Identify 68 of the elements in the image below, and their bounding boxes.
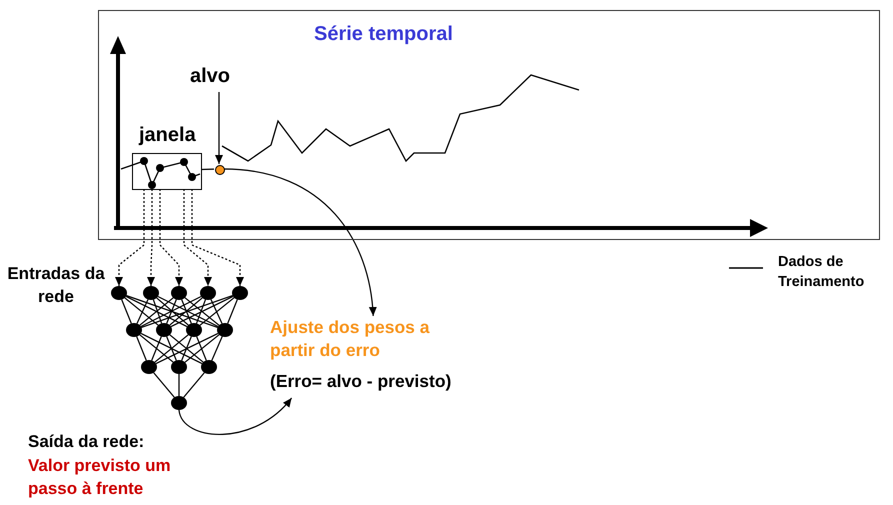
connection-line [139, 334, 174, 363]
neuron-circle [171, 396, 187, 410]
connection-line [169, 334, 204, 363]
connection-line [126, 295, 218, 328]
connection-line [151, 336, 162, 361]
connection-line [166, 336, 177, 361]
neuron-circle [171, 286, 187, 300]
chart-title: Série temporal [314, 23, 453, 46]
neuron-circle [200, 286, 216, 300]
predicted-value-label: Valor previsto um passo à frente [28, 455, 172, 500]
neuron-circle [201, 360, 217, 374]
arrow [147, 189, 155, 286]
input-layer-label: Entradas da rede [6, 263, 106, 308]
target-label: alvo [190, 65, 230, 88]
window-label: janela [139, 124, 196, 147]
connection-line [210, 299, 223, 324]
connection-line [156, 297, 189, 326]
time-series-line [200, 168, 214, 170]
connection-line [170, 296, 234, 328]
neuron-circle [126, 323, 142, 337]
connection-line [126, 296, 188, 328]
connection-line [181, 336, 192, 361]
connection-line [211, 336, 223, 361]
connection-line [166, 299, 177, 324]
neuron-circle [143, 286, 159, 300]
neuron-circle [171, 360, 187, 374]
connection-line [158, 296, 218, 328]
error-formula: (Erro= alvo - previsto) [270, 370, 452, 393]
connection-line [140, 332, 202, 364]
connection-line [227, 299, 238, 324]
neuron-circle [186, 323, 202, 337]
target-point [215, 165, 225, 175]
connection-line [154, 334, 189, 363]
neuron-circle [232, 286, 248, 300]
arrow [115, 189, 145, 286]
weight-adjust-note: Ajuste dos pesos a partir do erro [270, 316, 431, 362]
connection-line [196, 299, 206, 324]
arrow [159, 189, 183, 286]
connection-line [152, 300, 162, 324]
arrow [215, 92, 223, 164]
neuron-circle [156, 323, 172, 337]
connection-line [184, 334, 220, 363]
connection-line [153, 372, 175, 398]
connection-line [196, 336, 207, 361]
connection-line [178, 374, 180, 396]
connection-line [169, 297, 203, 326]
connection-line [121, 299, 132, 324]
connection-line [184, 297, 220, 326]
connection-line [140, 296, 202, 328]
arrow [224, 168, 376, 316]
connection-line [136, 336, 147, 361]
neuron-circle [217, 323, 233, 337]
connection-line [124, 297, 159, 326]
connection-line [141, 295, 233, 328]
neuron-circle [111, 286, 127, 300]
legend-label: Dados de Treinamento [778, 253, 866, 292]
connection-line [139, 297, 174, 326]
connection-line [156, 332, 218, 364]
arrow [191, 189, 244, 286]
arrow [178, 398, 292, 435]
neuron-circle [141, 360, 157, 374]
connection-line [200, 297, 234, 326]
output-label: Saída da rede: [28, 431, 146, 453]
chart-frame [98, 10, 880, 240]
connection-line [183, 372, 205, 398]
arrow [183, 189, 212, 286]
connection-line [181, 299, 192, 324]
connection-line [136, 299, 149, 324]
